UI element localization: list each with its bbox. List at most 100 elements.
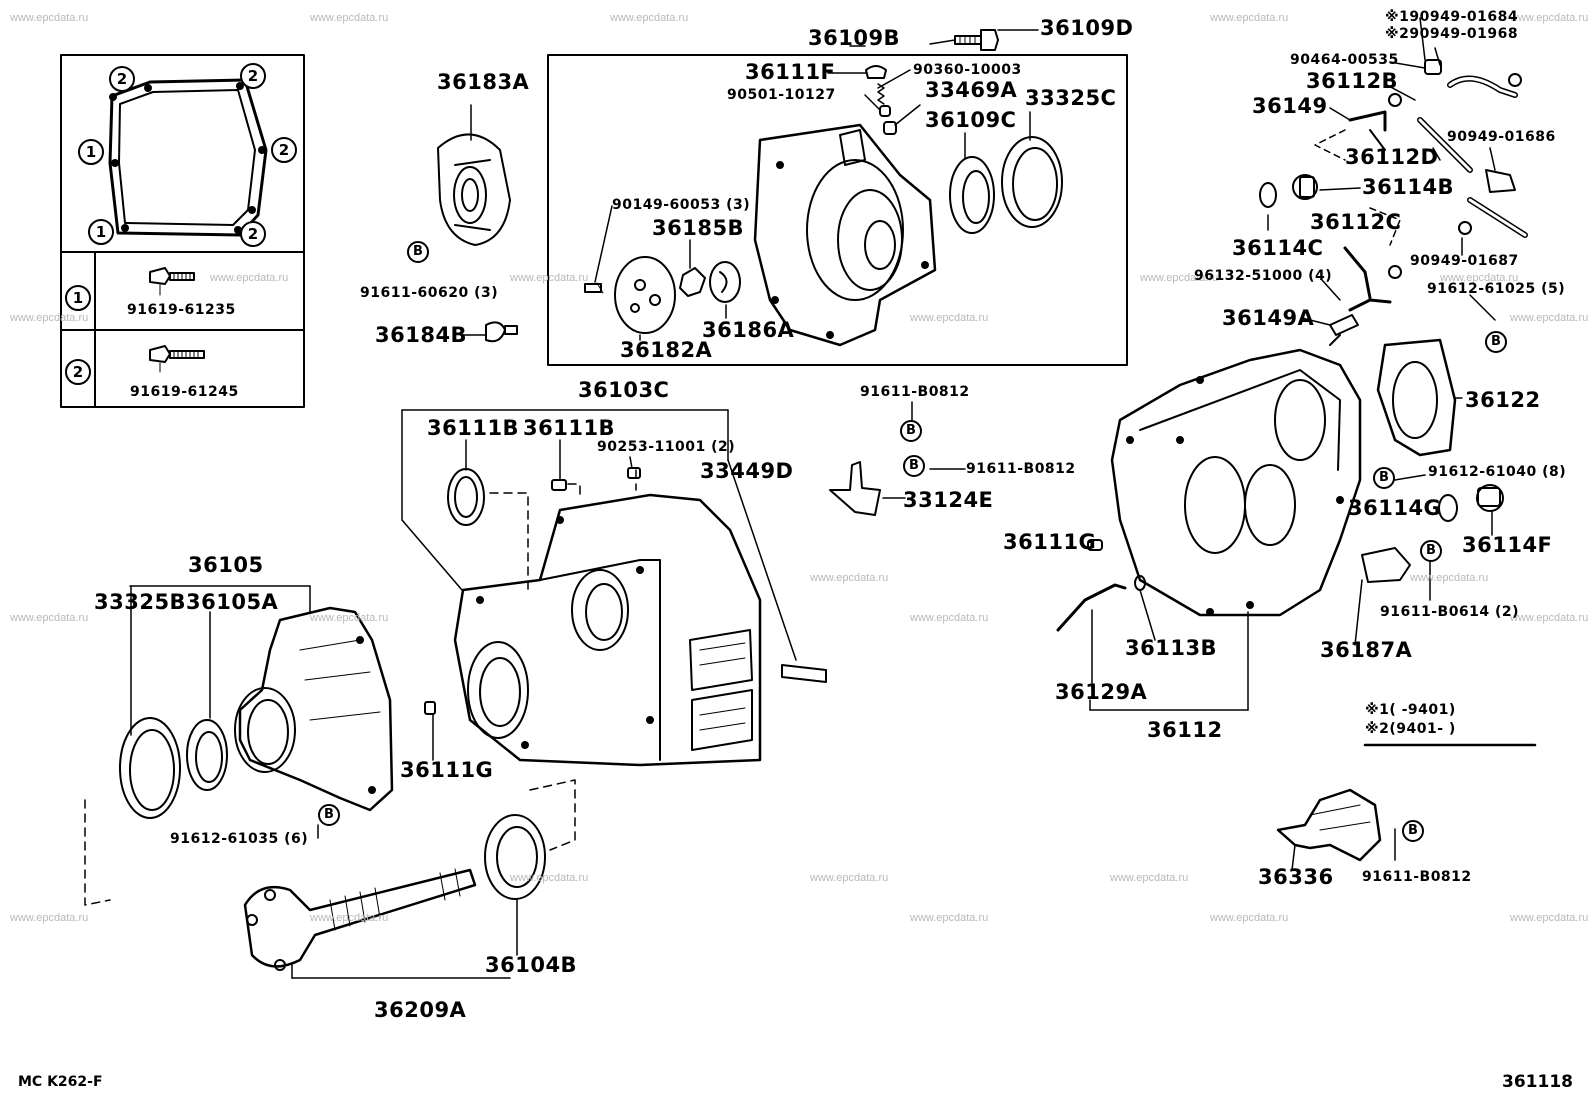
watermark: www.epcdata.ru bbox=[1140, 272, 1219, 284]
plug-36111F-drawing bbox=[865, 65, 897, 135]
cover-36122-drawing bbox=[1376, 338, 1463, 457]
part-36111B: 36111B bbox=[427, 416, 520, 440]
watermark: www.epcdata.ru bbox=[1440, 272, 1519, 284]
part-90360-10003: 90360-10003 bbox=[913, 62, 1022, 78]
part-36109D: 36109D bbox=[1040, 16, 1134, 40]
part-36111G: 36111G bbox=[1003, 530, 1097, 554]
part-91612-61035: 91612-61035 (6) bbox=[170, 831, 309, 847]
watermark: www.epcdata.ru bbox=[1510, 312, 1589, 324]
part-36209A: 36209A bbox=[374, 998, 467, 1022]
part-36103C: 36103C bbox=[578, 378, 670, 402]
marker-2: 2 bbox=[240, 221, 266, 247]
row-marker-2: 2 bbox=[65, 359, 91, 385]
pipe-36112C-drawing bbox=[1343, 246, 1402, 312]
leader-lines-right bbox=[1267, 17, 1496, 861]
watermark: www.epcdata.ru bbox=[610, 12, 689, 24]
seal-36104B-drawing bbox=[484, 814, 546, 956]
part-36111B: 36111B bbox=[523, 416, 616, 440]
part-91619-61235: 91619-61235 bbox=[127, 302, 236, 318]
transfer-case-36112-drawing bbox=[1089, 348, 1362, 711]
part-36122: 36122 bbox=[1465, 388, 1541, 412]
watermark: www.epcdata.ru bbox=[310, 612, 389, 624]
note-2-marker: ※2 bbox=[1385, 26, 1410, 42]
part-36184B: 36184B bbox=[375, 323, 468, 347]
watermark: www.epcdata.ru bbox=[1410, 572, 1489, 584]
extension-housing-box bbox=[547, 54, 1128, 366]
part-36114C: 36114C bbox=[1232, 236, 1324, 260]
watermark: www.epcdata.ru bbox=[1510, 912, 1589, 924]
part-36186A: 36186A bbox=[702, 318, 795, 342]
main-case-drawing bbox=[401, 409, 762, 767]
washer-36114C-drawing bbox=[1259, 182, 1277, 208]
legend-note-2: ※2(9401- ) bbox=[1365, 721, 1456, 737]
bolt-symbol: B bbox=[900, 420, 922, 442]
part-33124E: 33124E bbox=[903, 488, 994, 512]
part-36112B: 36112B bbox=[1306, 69, 1399, 93]
plate-36187A-drawing bbox=[1354, 547, 1411, 646]
part-91612-61040: 91612-61040 (8) bbox=[1428, 464, 1567, 480]
marker-2: 2 bbox=[240, 63, 266, 89]
plug-36114F-drawing bbox=[1476, 484, 1504, 536]
part-90949-01684: ※190949-01684 bbox=[1385, 9, 1519, 25]
bolt-91619-61235-drawing bbox=[149, 267, 195, 296]
part-91611-B0812: 91611-B0812 bbox=[860, 384, 970, 400]
part-36112D: 36112D bbox=[1345, 145, 1439, 169]
seal-33325C-drawing bbox=[1001, 136, 1063, 228]
watermark: www.epcdata.ru bbox=[1510, 612, 1589, 624]
watermark: www.epcdata.ru bbox=[510, 272, 589, 284]
plug-36114G-drawing bbox=[1438, 494, 1458, 522]
bolt-91619-61245-drawing bbox=[149, 345, 205, 373]
watermark: www.epcdata.ru bbox=[10, 912, 89, 924]
part-36149A: 36149A bbox=[1222, 306, 1315, 330]
part-90464-00535: 90464-00535 bbox=[1290, 52, 1399, 68]
pin-36111G-left-drawing bbox=[424, 701, 436, 761]
seal-36105A-drawing bbox=[186, 719, 228, 791]
part-36185B: 36185B bbox=[652, 216, 745, 240]
watermark: www.epcdata.ru bbox=[910, 312, 989, 324]
part-36149: 36149 bbox=[1252, 94, 1328, 118]
part-36104B: 36104B bbox=[485, 953, 578, 977]
watermark: www.epcdata.ru bbox=[910, 912, 989, 924]
part-91612-61025: 91612-61025 (5) bbox=[1427, 281, 1566, 297]
pin-36111B-drawing bbox=[551, 439, 567, 491]
part-36105A: 36105A bbox=[186, 590, 279, 614]
part-90949-01686: 90949-01686 bbox=[1447, 129, 1556, 145]
front-housing-drawing bbox=[129, 585, 394, 812]
part-36109B: 36109B bbox=[808, 26, 901, 50]
diagram-code-left: MC K262-F bbox=[18, 1074, 103, 1090]
bolt-36109D-drawing bbox=[954, 29, 1039, 51]
watermark: www.epcdata.ru bbox=[310, 12, 389, 24]
tube-36129A-drawing bbox=[1056, 583, 1127, 691]
bracket-33124E-drawing bbox=[829, 401, 966, 516]
breather-hose-drawing bbox=[1388, 59, 1528, 238]
dashed-guides-main bbox=[84, 469, 637, 906]
leader-lines-top bbox=[594, 39, 1031, 341]
marker-1: 1 bbox=[78, 139, 104, 165]
part-90253-11001: 90253-11001 (2) bbox=[597, 439, 736, 455]
union-36149A-drawing bbox=[1329, 314, 1359, 346]
bolt-symbol: B bbox=[903, 455, 925, 477]
part-36183A: 36183A bbox=[437, 70, 530, 94]
marker-1: 1 bbox=[88, 219, 114, 245]
oring-36113B-drawing bbox=[1134, 575, 1156, 641]
seal-36111B-drawing bbox=[447, 439, 485, 526]
part-90149-60053: 90149-60053 (3) bbox=[612, 197, 751, 213]
marker-2: 2 bbox=[271, 137, 297, 163]
watermark: www.epcdata.ru bbox=[10, 312, 89, 324]
pin-90253-11001-drawing bbox=[627, 456, 641, 479]
pump-body-36182A-drawing bbox=[614, 256, 676, 334]
watermark: www.epcdata.ru bbox=[10, 612, 89, 624]
part-36336: 36336 bbox=[1258, 865, 1334, 889]
watermark: www.epcdata.ru bbox=[310, 912, 389, 924]
marker-2: 2 bbox=[109, 66, 135, 92]
part-36182A: 36182A bbox=[620, 338, 713, 362]
note-1-marker: ※1 bbox=[1385, 9, 1410, 25]
gasket-33449D-drawing bbox=[727, 459, 827, 683]
bolt-symbol: B bbox=[407, 241, 429, 263]
breather-pipe-36149-drawing bbox=[1348, 110, 1387, 151]
part-36114F: 36114F bbox=[1462, 533, 1553, 557]
watermark: www.epcdata.ru bbox=[510, 872, 589, 884]
watermark: www.epcdata.ru bbox=[210, 272, 289, 284]
part-91611-B0812: 91611-B0812 bbox=[1362, 869, 1472, 885]
part-36129A: 36129A bbox=[1055, 680, 1148, 704]
